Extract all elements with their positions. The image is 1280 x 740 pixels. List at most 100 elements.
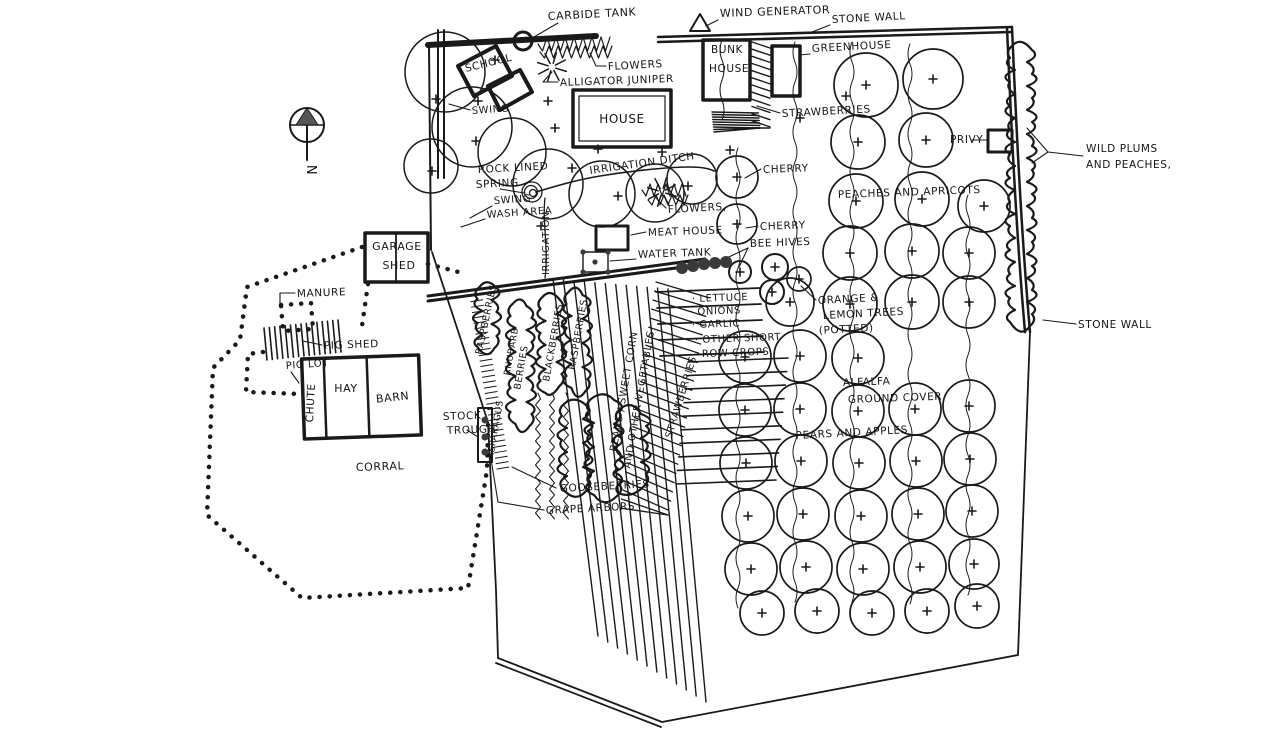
furrow-4 [907, 43, 913, 605]
bunkhouse-side-hatch-line [751, 48, 771, 56]
wall-east-a [1010, 25, 1032, 334]
bunkhouse-side-hatch-line [751, 69, 771, 78]
flowers-plant-ray [656, 195, 662, 208]
filled-dot [605, 249, 611, 255]
label-stone-wall-top: STONE WALL [832, 10, 906, 26]
label-house: HOUSE [599, 112, 644, 126]
wall-top-east-a [656, 25, 1014, 39]
orchard-tree [828, 173, 884, 229]
leader-grape-arbors [488, 446, 545, 511]
leader-manure [279, 292, 296, 305]
row-crop-rows-line [681, 411, 784, 418]
label-other-short: · OTHER SHORT [695, 332, 782, 346]
label-lemon-trees: LEMON TREES [823, 306, 905, 322]
barn-divider-2 [365, 355, 371, 438]
boundary-bottom-b [495, 662, 662, 728]
garden-wall-a [426, 257, 707, 298]
meat-house-building [594, 224, 630, 252]
bunk-house-building [701, 38, 752, 102]
leader-flowers-top [589, 52, 607, 67]
compass-circle [289, 107, 325, 143]
leader-pig-lot [290, 371, 300, 384]
asparagus-rhubarb-strip-line [482, 374, 496, 378]
orchard-tree [942, 379, 996, 433]
bunkhouse-side-hatch-line [751, 62, 771, 71]
strawberry-field-strip-line [648, 326, 702, 345]
label-wild-plums-1: WILD PLUMS [1086, 143, 1158, 155]
label-pig-lot: PIG LOT [285, 358, 329, 372]
strawberry-field-strip-line [625, 471, 674, 493]
asparagus-rhubarb-strip-line [471, 304, 485, 308]
orchard-tree [884, 274, 940, 330]
label-orange: ORANGE & [818, 292, 880, 307]
label-grape-arbors: GRAPE ARBORS [546, 500, 636, 517]
asparagus-rhubarb-strip-line [484, 390, 498, 394]
school-building-b [486, 68, 534, 112]
pig-shed-hatch-line [300, 323, 305, 357]
asparagus-rhubarb-strip-line [472, 315, 486, 319]
label-stock: STOCK [443, 410, 482, 423]
orchard-tree [942, 226, 996, 280]
grape-arbor-row-1 [535, 392, 541, 520]
alligator-juniper-plant-ray [537, 68, 550, 75]
asparagus-rhubarb-strip-line [485, 396, 499, 400]
label-garage-shed: SHED [382, 259, 415, 272]
pig-shed-hatch-line [316, 321, 321, 356]
stock-trough-structure [477, 407, 493, 463]
strawberry-corner-hatch-line [712, 123, 761, 127]
bunkhouse-side-hatch-line [751, 91, 771, 99]
flowers-plant-ray [646, 186, 659, 192]
corral-fence [204, 244, 491, 601]
label-strawberries-top: STRAWBERRIES [782, 103, 871, 120]
label-ground-cover: GROUND COVER [848, 391, 943, 406]
leader-pig-shed [302, 340, 323, 346]
strawberry-corner-hatch-line [711, 111, 760, 114]
label-flowers-2: FLOWERS, [668, 201, 727, 216]
label-irrigation-ditch: IRRIGATION DITCH [589, 150, 696, 177]
label-bunk-house: HOUSE [709, 63, 749, 75]
bee-hive-1 [728, 260, 752, 284]
flowers-plant-ray [664, 184, 677, 191]
leader-cherry-2 [745, 225, 759, 229]
vegetable-field-rows-line [615, 283, 658, 673]
orchard-tree [945, 484, 999, 538]
pig-shed-hatch-line [331, 319, 337, 354]
bunkhouse-side-hatch-line [751, 112, 771, 121]
flowers-plant-ray [647, 193, 660, 200]
orchard-tree [942, 275, 996, 329]
furrow-3 [849, 41, 855, 603]
asparagus-rhubarb-strip-line [486, 401, 500, 405]
orchard-tree [832, 436, 886, 490]
label-cherry-2: CHERRY [760, 219, 806, 233]
carbide-tank-circle [512, 30, 534, 52]
greenhouse-building [770, 44, 802, 98]
asparagus-rhubarb-strip-line [496, 466, 510, 470]
label-row-crops: ROW CROPS [702, 347, 770, 360]
strawberry-field-strip-line [622, 489, 670, 512]
strawberry-field-strip-line [627, 453, 677, 475]
grape-arbor-row-2 [549, 392, 555, 520]
orchard-tree [779, 540, 833, 594]
pig-shed-hatch-line [279, 325, 284, 360]
raspberry-row-1 [471, 281, 503, 356]
pig-shed-hatch-line [273, 326, 279, 360]
compass-needle [295, 107, 319, 126]
label-hay: HAY [334, 382, 357, 395]
spring-rosette-a [521, 181, 543, 203]
orchard-tree [739, 590, 785, 636]
bunkhouse-side-hatch-line [751, 84, 771, 92]
filled-dot [481, 433, 489, 441]
asparagus-rhubarb-strip-line [495, 461, 509, 465]
pig-shed-hatch-line [310, 322, 316, 356]
filled-dot [698, 258, 710, 270]
gooseberry-bush-2 [583, 393, 625, 504]
barn-building [299, 353, 424, 441]
yard-left-edge [428, 45, 432, 251]
label-gooseberries: GOOSEBERRIES [560, 478, 651, 495]
garage-shed-building [363, 231, 430, 284]
grape-arbor-row-3 [563, 392, 569, 520]
yard-tree [512, 148, 584, 220]
label-water-tank: WATER TANK [638, 246, 712, 261]
alligator-juniper-plant-ray [546, 70, 552, 83]
